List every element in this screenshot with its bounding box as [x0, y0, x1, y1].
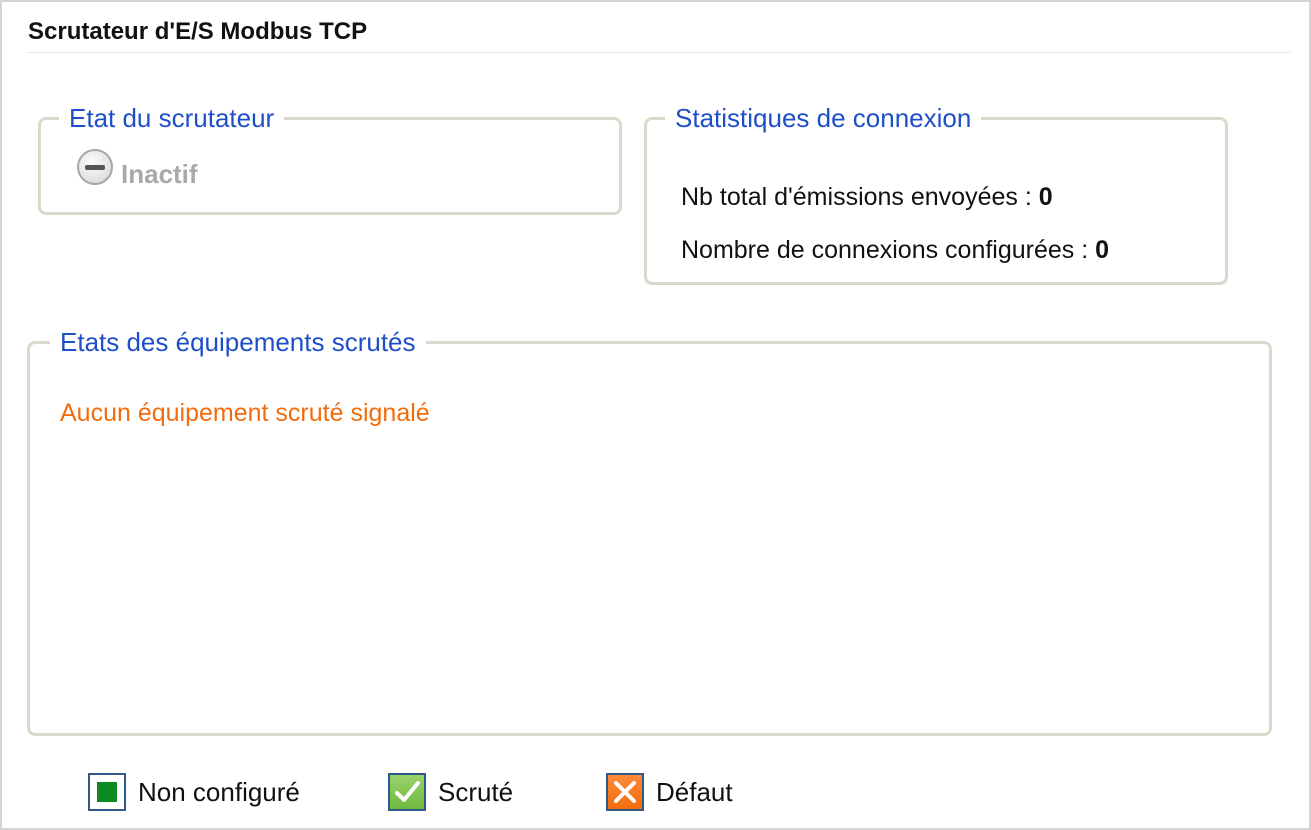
connection-stats-group: Statistiques de connexion Nb total d'émi…	[644, 103, 1228, 285]
connections-stat: Nombre de connexions configurées : 0	[681, 236, 1109, 265]
emissions-value: 0	[1038, 183, 1053, 211]
status-legend: Non configuré Scruté Défaut	[88, 773, 733, 811]
connections-value: 0	[1095, 236, 1110, 264]
connection-stats-legend: Statistiques de connexion	[675, 103, 972, 133]
x-icon	[606, 773, 644, 811]
check-icon	[388, 773, 426, 811]
legend-label-not-configured: Non configuré	[138, 776, 300, 807]
title-divider	[28, 52, 1290, 53]
emissions-label: Nb total d'émissions envoyées :	[681, 183, 1039, 211]
scanner-status-text: Inactif	[121, 159, 198, 189]
emissions-stat: Nb total d'émissions envoyées : 0	[681, 183, 1053, 212]
green-square-icon	[88, 773, 126, 811]
scanned-devices-legend: Etats des équipements scrutés	[60, 327, 416, 357]
page-title: Scrutateur d'E/S Modbus TCP	[28, 18, 368, 45]
connections-label: Nombre de connexions configurées :	[681, 236, 1096, 264]
legend-item-scanned: Scruté	[388, 773, 606, 811]
scanned-devices-group: Etats des équipements scrutés Aucun équi…	[27, 327, 1272, 736]
scanner-state-group: Etat du scrutateur Inactif	[38, 103, 622, 215]
legend-label-scanned: Scruté	[438, 776, 514, 807]
legend-item-not-configured: Non configuré	[88, 773, 388, 811]
scanner-state-legend: Etat du scrutateur	[69, 103, 275, 133]
no-devices-message: Aucun équipement scruté signalé	[60, 399, 430, 427]
scanner-state-row: Inactif	[77, 148, 198, 190]
minus-circle-icon	[77, 148, 113, 185]
legend-item-fault: Défaut	[606, 773, 733, 811]
legend-label-fault: Défaut	[656, 776, 733, 807]
